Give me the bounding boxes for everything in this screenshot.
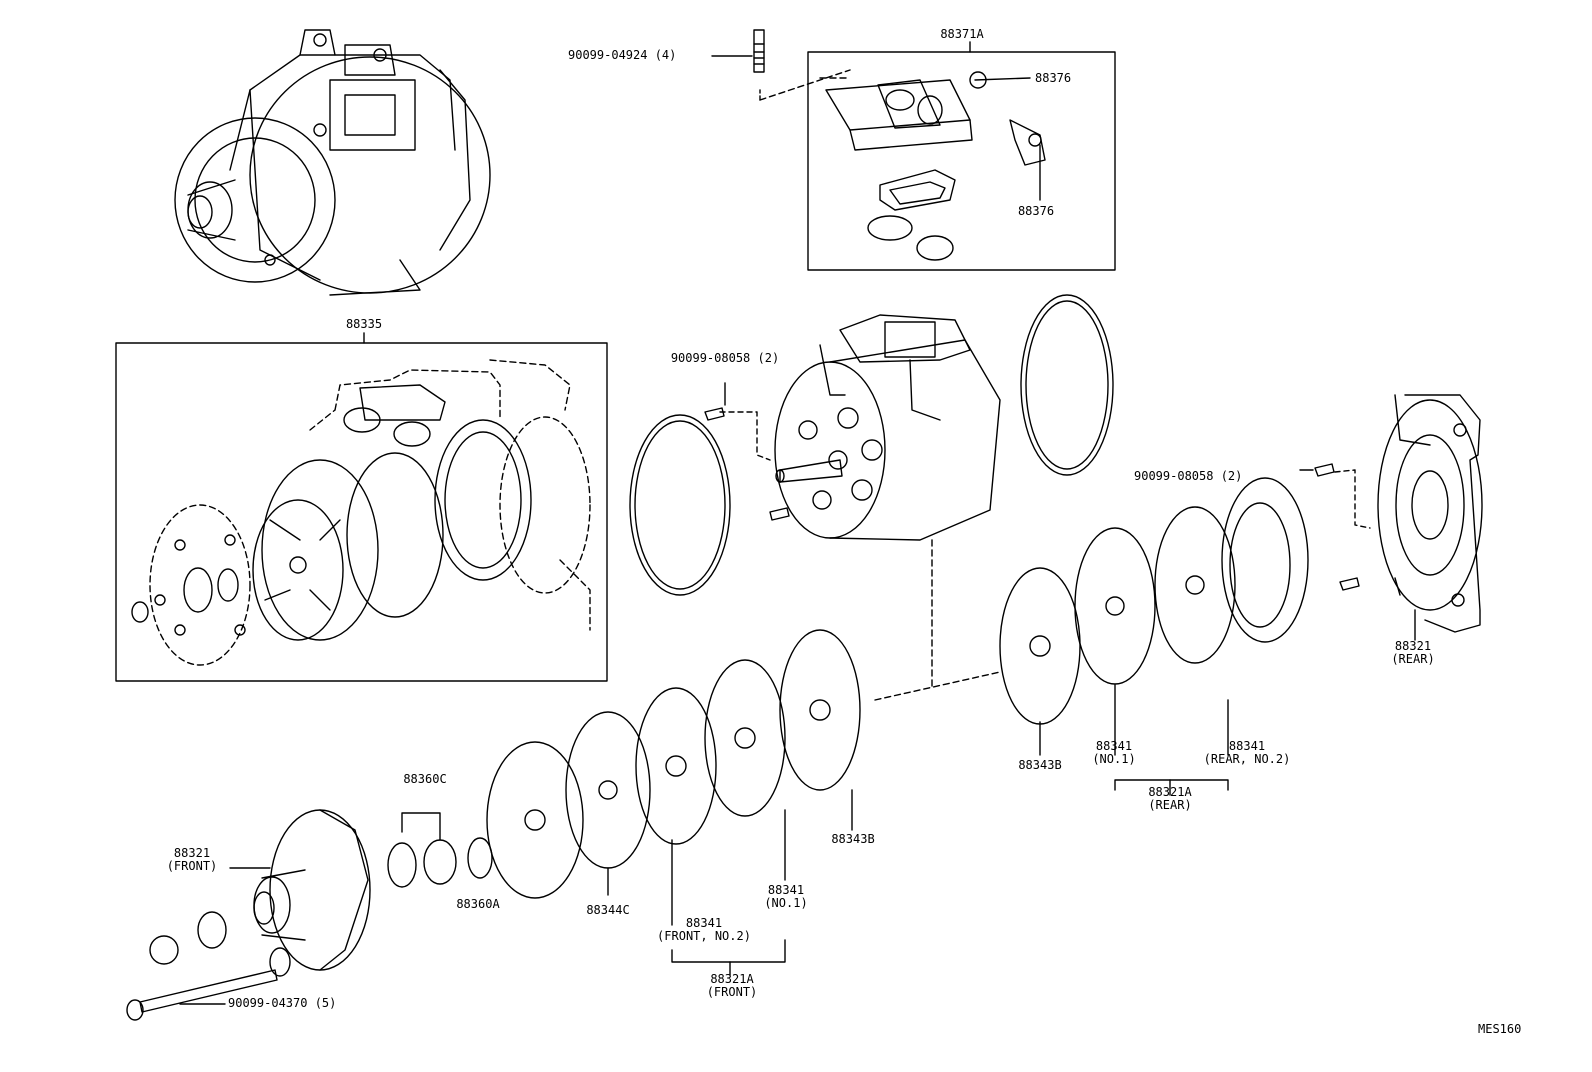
- callout-reed-no1-front: 88341 (NO.1): [764, 884, 807, 910]
- callout-bolt-90099-04924: 90099-04924 (4): [568, 48, 677, 62]
- callout-valve-upper: 88376: [1035, 71, 1072, 85]
- callout-reed-front-no2-sub: (FRONT, NO.2): [657, 929, 751, 943]
- callout-valve-plate-front: 88344C: [586, 903, 630, 917]
- callout-front-housing-number: 88321: [173, 846, 211, 860]
- cylinder-kit-box: [115, 332, 608, 682]
- callout-front-housing: 88321 (FRONT): [167, 847, 218, 873]
- callout-reed-no1-rear-sub: (NO.1): [1092, 752, 1136, 766]
- callout-reed-rear-no2: 88341 (REAR, NO.2): [1204, 740, 1291, 766]
- bolt-90099-04924-illustration: [711, 29, 765, 101]
- callout-reed-rear-no2-sub: (REAR, NO.2): [1203, 752, 1291, 766]
- callout-through-bolt: 90099-04370 (5): [228, 996, 337, 1010]
- callout-front-group-number: 88321A: [710, 972, 754, 986]
- valve-assembly-box: [759, 41, 1116, 271]
- callout-rear-group-number: 88321A: [1148, 785, 1192, 799]
- callout-reed-no1-rear: 88341 (NO.1): [1092, 740, 1135, 766]
- callout-rear-housing: 88321 (REAR): [1391, 640, 1434, 666]
- callout-reed-front-no2-number: 88341: [685, 916, 723, 930]
- callout-shim-a: 88360A: [456, 897, 500, 911]
- callout-front-group-sub: (FRONT): [706, 985, 758, 999]
- callout-reed-no1-rear-number: 88341: [1095, 739, 1133, 753]
- callout-gasket-mid: 88343B: [831, 832, 875, 846]
- front-stack-illustration: [126, 629, 861, 1021]
- callout-gasket-rear: 88343B: [1018, 758, 1062, 772]
- cylinder-block-illustration: [629, 294, 1114, 596]
- callout-rear-group: 88321A (REAR): [1148, 786, 1191, 812]
- compressor-assembly-illustration: [174, 29, 491, 296]
- callout-pin-center: 90099-08058 (2): [670, 351, 780, 365]
- callout-rear-housing-number: 88321: [1394, 639, 1432, 653]
- callout-reed-no1-front-number: 88341: [767, 883, 805, 897]
- callout-rear-housing-sub: (REAR): [1391, 652, 1435, 666]
- rear-plate-stack-illustration: [874, 477, 1309, 796]
- rear-housing-illustration: [1299, 394, 1483, 641]
- callout-reed-front-no2: 88341 (FRONT, NO.2): [657, 917, 751, 943]
- callout-front-group: 88321A (FRONT): [707, 973, 758, 999]
- drawing-code: MES160: [1478, 1022, 1522, 1036]
- callout-cylinder-kit: 88335: [345, 317, 383, 331]
- callout-front-housing-sub: (FRONT): [166, 859, 218, 873]
- callout-valve-lower: 88376: [1017, 204, 1055, 218]
- callout-reed-no1-front-sub: (NO.1): [764, 896, 808, 910]
- callout-pin-right: 90099-08058 (2): [1134, 469, 1243, 483]
- callout-shim-kit: 88360C: [403, 772, 447, 786]
- callout-valve-assembly: 88371A: [940, 27, 984, 41]
- callout-reed-rear-no2-number: 88341: [1228, 739, 1266, 753]
- callout-rear-group-sub: (REAR): [1148, 798, 1192, 812]
